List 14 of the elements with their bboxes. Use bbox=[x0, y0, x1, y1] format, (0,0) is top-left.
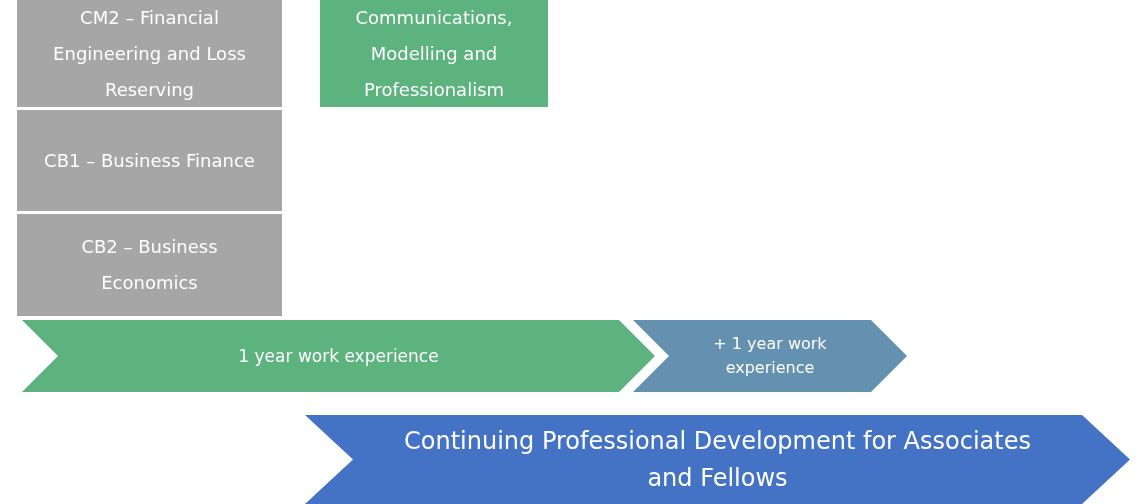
module-title: Communications, Modelling and Professionalism bbox=[354, 5, 514, 102]
stage-banner bbox=[305, 415, 1130, 504]
module-box bbox=[17, 214, 282, 316]
module-title: CB2 – Business Economics bbox=[80, 235, 219, 295]
module-title: CM2 – Financial Engineering and Loss Reserving bbox=[52, 5, 247, 102]
module-box bbox=[17, 0, 282, 107]
module-title: CB1 – Business Finance bbox=[44, 148, 255, 173]
stage-label: Continuing Professional Development for Associates and Fellows bbox=[403, 425, 1032, 494]
module-box bbox=[320, 0, 548, 107]
stage-banner bbox=[22, 320, 655, 392]
stage-label: 1 year work experience bbox=[238, 345, 439, 368]
stage-label: + 1 year work experience bbox=[712, 333, 828, 379]
stage-banner bbox=[633, 320, 907, 392]
module-box bbox=[17, 110, 282, 211]
